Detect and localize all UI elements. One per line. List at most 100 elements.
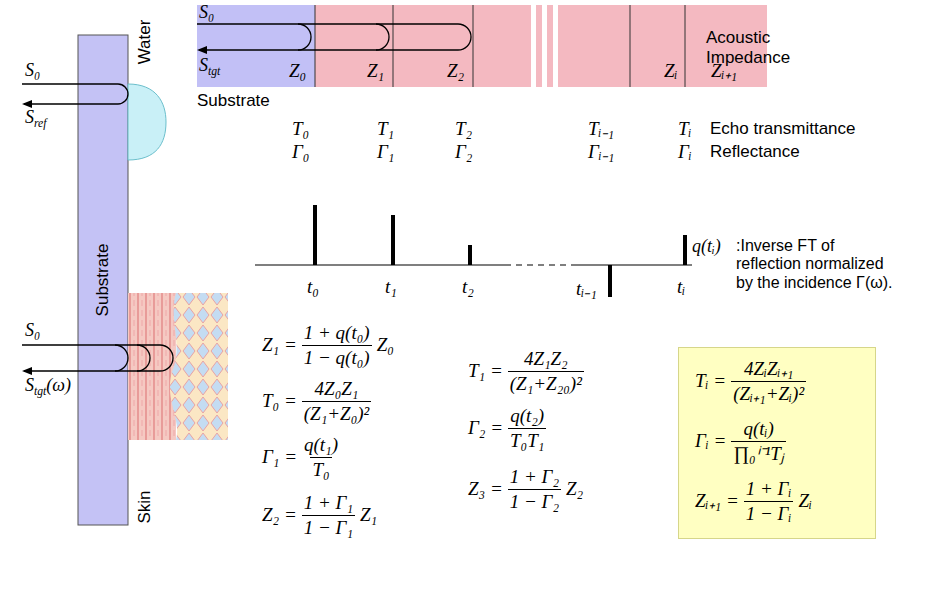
text-label: Stgt: [199, 55, 220, 76]
subscript: tgt: [208, 65, 220, 78]
denominator: (Zᵢ₊₁+Zᵢ)²: [731, 381, 806, 405]
text-label: Stgt(ω): [25, 375, 71, 396]
text: S: [199, 55, 208, 75]
denominator: 1 − Γᵢ: [744, 501, 794, 525]
text: Z₂ =: [262, 504, 297, 526]
text: T₁: [377, 118, 394, 139]
text: T₀ =: [262, 390, 297, 412]
text: Zᵢ₊₁ =: [695, 490, 739, 512]
text-label: q(tᵢ): [692, 236, 721, 257]
text-label: tᵢ₋₁: [576, 278, 597, 300]
text: Γ₂: [455, 141, 472, 162]
water-drop: Water: [128, 84, 166, 160]
text-label: Γ₀: [292, 141, 309, 163]
denominator: (Z₁+Z₀)²: [302, 401, 372, 425]
text-label: S₀: [25, 60, 40, 81]
denominator: 1 − Γ₁: [302, 515, 355, 539]
text: Z₂: [566, 478, 583, 500]
text: Z₃ =: [468, 478, 503, 500]
tissue-layer: Z₂: [393, 5, 473, 87]
text-label: Acoustic Impedance: [706, 28, 798, 67]
fraction: 1 + Γ₁1 − Γ₁: [302, 492, 355, 539]
text: Z₀: [377, 334, 394, 356]
text: S₀: [199, 2, 214, 22]
node-label: Substrate: [93, 244, 113, 317]
text: t₂: [462, 276, 474, 297]
text-label: Γ₂: [455, 141, 472, 163]
text-label: Γᵢ₋₁: [588, 141, 614, 163]
fraction: q(tᵢ)∏₀ⁱ⁻¹Tⱼ: [731, 418, 786, 465]
text: S: [25, 107, 34, 127]
text: T₂: [455, 118, 472, 139]
text: t₀: [307, 276, 319, 297]
numerator: 1 + Γᵢ: [744, 478, 794, 501]
text-label: T₀: [292, 118, 309, 140]
numerator: 4Z₀Z₁: [313, 378, 361, 401]
text-label: Γᵢ: [678, 141, 692, 163]
text-label: Γ₁: [377, 141, 394, 163]
text-label: t₁: [385, 276, 397, 298]
text: Γᵢ =: [695, 430, 726, 452]
skin-tissue: Skin: [128, 293, 228, 440]
equation: Z₃ =1 + Γ₂1 − Γ₂Z₂: [468, 466, 583, 513]
text-label: Tᵢ₋₁: [588, 118, 614, 140]
fraction: 4ZᵢZᵢ₊₁(Zᵢ₊₁+Zᵢ)²: [731, 358, 806, 405]
numerator: 1 + Γ₂: [508, 466, 561, 489]
subscript: ref: [34, 117, 47, 130]
text: Γᵢ: [678, 141, 692, 162]
text: Zᵢ: [798, 490, 812, 512]
fraction: q(t₂)T₀T₁: [508, 405, 546, 452]
text: Γ₂ =: [468, 417, 503, 439]
node-label: Zᵢ: [664, 61, 678, 82]
node-label: Skin: [135, 490, 155, 523]
equation: Z₂ =1 + Γ₁1 − Γ₁Z₁: [262, 492, 377, 539]
text: Acoustic Impedance: [706, 28, 790, 67]
denominator: ∏₀ⁱ⁻¹Tⱼ: [731, 441, 786, 465]
equation: T₀ =4Z₀Z₁(Z₁+Z₀)²: [262, 378, 371, 425]
text: Γᵢ₋₁: [588, 141, 614, 162]
text-label: S₀: [25, 320, 40, 341]
text: Tᵢ: [678, 118, 692, 139]
formula-box: Tᵢ =4ZᵢZᵢ₊₁(Zᵢ₊₁+Zᵢ)²Γᵢ =q(tᵢ)∏₀ⁱ⁻¹TⱼZᵢ₊…: [678, 347, 876, 539]
equation: Z₁ =1 + q(t₀)1 − q(t₀)Z₀: [262, 322, 394, 369]
text: Γ₁ =: [262, 446, 297, 468]
denominator: (Z₁+Z₂₀)²: [508, 371, 584, 395]
equation: Tᵢ =4ZᵢZᵢ₊₁(Zᵢ₊₁+Zᵢ)²: [695, 358, 806, 405]
fraction: 4Z₀Z₁(Z₁+Z₀)²: [302, 378, 372, 425]
text: Z₁ =: [262, 334, 297, 356]
text: Γ₁: [377, 141, 394, 162]
fraction: q(t₁)T₀: [302, 434, 340, 481]
text: S₀: [25, 320, 40, 340]
equation: T₁ = 4Z₁Z₂(Z₁+Z₂₀)²: [468, 348, 584, 395]
text: tᵢ: [677, 276, 685, 297]
text-label: Sref: [25, 107, 47, 128]
fraction: 1 + q(t₀)1 − q(t₀): [302, 322, 372, 369]
text: S₀: [25, 60, 40, 80]
equation: Γ₂ =q(t₂)T₀T₁: [468, 405, 546, 452]
text-label: Reflectance: [710, 142, 800, 162]
node-label: Z₂: [447, 61, 464, 82]
text: Tᵢ₋₁: [588, 118, 614, 139]
text: (ω): [46, 375, 71, 395]
text: S: [25, 375, 34, 395]
tissue-layer: Z₁: [315, 5, 393, 87]
denominator: 1 − Γ₂: [508, 489, 561, 513]
text-label: T₁: [377, 118, 394, 140]
numerator: q(t₂): [508, 405, 546, 428]
text: T₁ =: [468, 360, 503, 382]
numerator: q(tᵢ): [741, 418, 775, 441]
text-label: tᵢ: [677, 276, 685, 298]
denominator: 1 − q(t₀): [302, 345, 372, 369]
text: T₀: [292, 118, 309, 139]
numerator: 4ZᵢZᵢ₊₁: [742, 358, 795, 381]
text: :Inverse FT of reflection normalized by …: [736, 237, 892, 291]
node-label: Substrate: [197, 92, 270, 111]
text: q(tᵢ): [692, 236, 721, 256]
numerator: 4Z₁Z₂: [522, 348, 570, 371]
text: Z₁: [360, 504, 377, 526]
text: Echo transmittance: [710, 119, 856, 138]
text-label: t₂: [462, 276, 474, 298]
subscript: tgt: [34, 385, 46, 398]
numerator: 1 + Γ₁: [302, 492, 355, 515]
numerator: q(t₁): [302, 434, 340, 457]
